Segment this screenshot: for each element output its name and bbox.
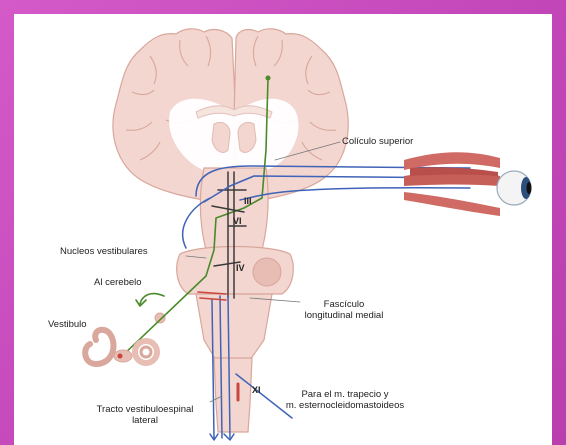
label-trapecio: Para el m. trapecio y m. esternocleidoma… [268, 389, 422, 411]
label-tracto-line1: Tracto vestibuloespinal [78, 404, 212, 415]
label-vestibulo: Vestibulo [48, 319, 87, 330]
eye-and-muscles [404, 152, 532, 216]
spinal-cord [214, 358, 252, 432]
label-fasciculo-line1: Fascículo [296, 299, 392, 310]
label-tracto-line2: lateral [78, 415, 212, 426]
label-tracto: Tracto vestibuloespinal lateral [78, 404, 212, 426]
label-trapecio-line1: Para el m. trapecio y [268, 389, 422, 400]
label-nucleos-vestibulares: Nucleos vestibulares [60, 246, 148, 257]
label-fasciculo-line2: longitudinal medial [296, 310, 392, 321]
nucleus-iii: III [244, 196, 252, 206]
nucleus-iv: IV [236, 263, 245, 273]
inner-ear [85, 330, 157, 364]
label-coliculo-superior: Colículo superior [342, 136, 413, 147]
medulla [196, 294, 272, 360]
label-al-cerebelo: Al cerebelo [94, 277, 142, 288]
nucleus-vi: VI [233, 216, 242, 226]
label-fasciculo: Fascículo longitudinal medial [296, 299, 392, 321]
nucleus-xi: XI [252, 385, 261, 395]
label-trapecio-line2: m. esternocleidomastoideos [268, 400, 422, 411]
